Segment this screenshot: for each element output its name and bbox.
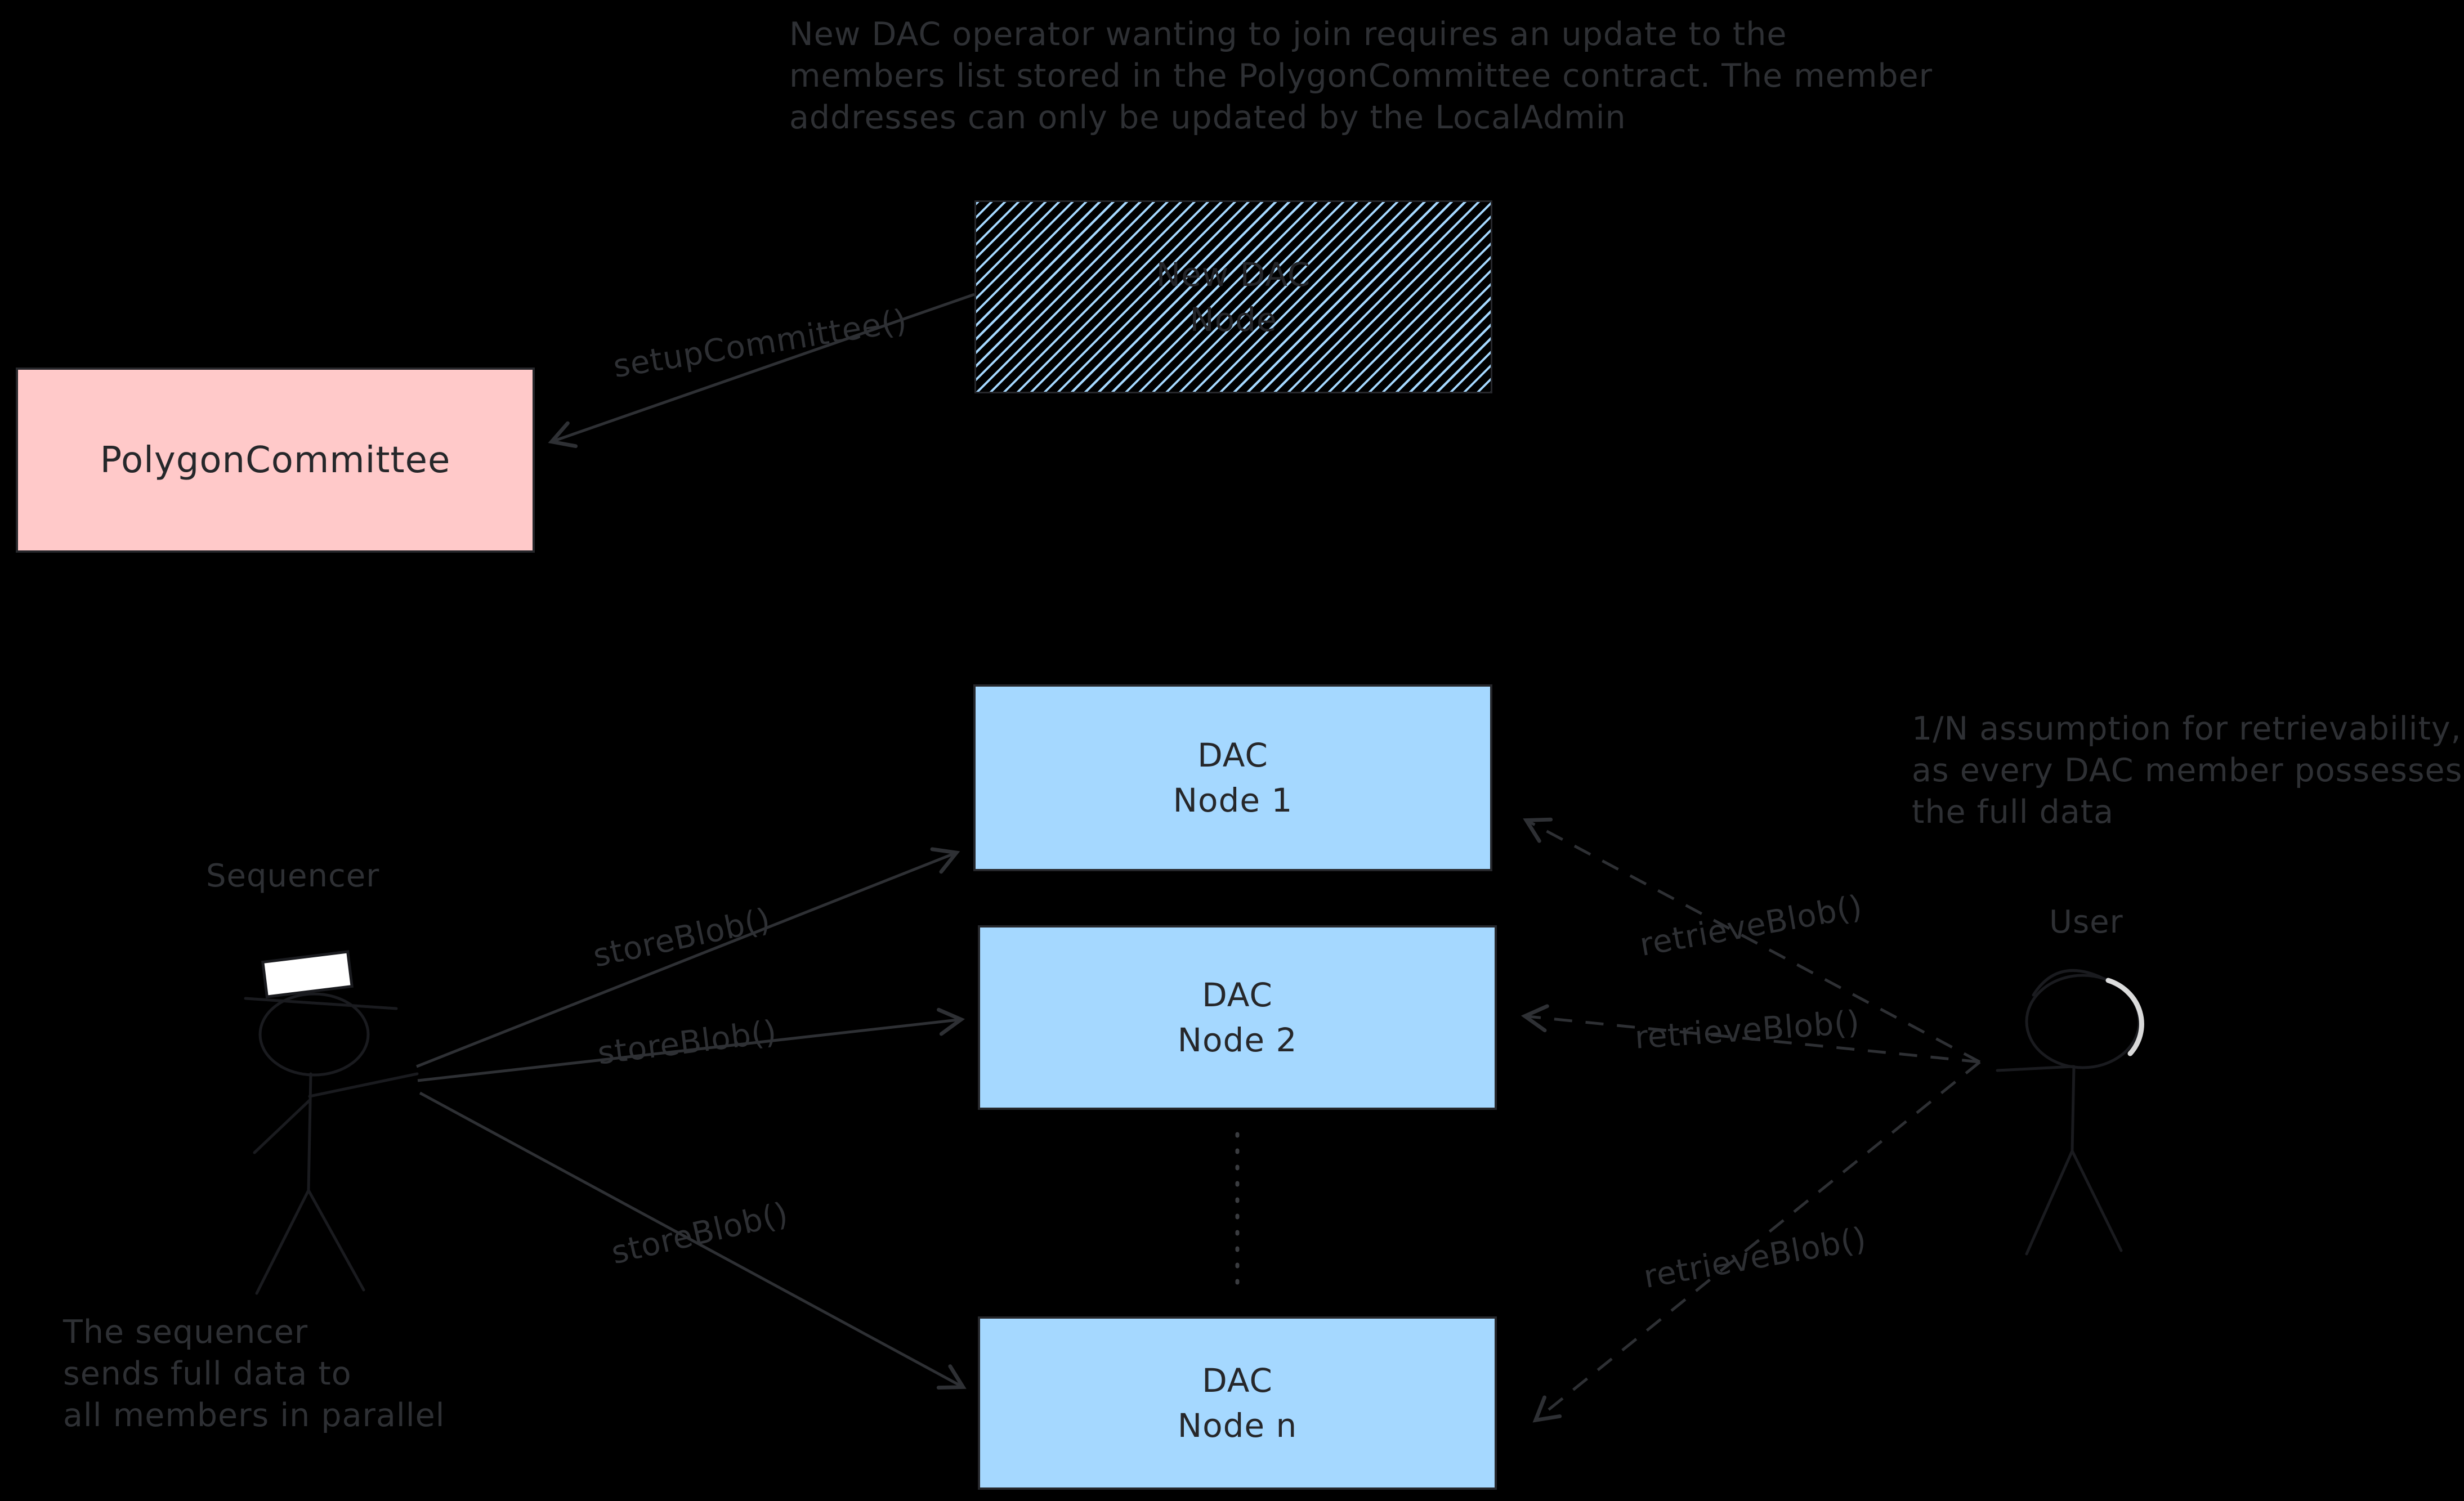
dac-node-2-box: DAC Node 2 <box>978 925 1497 1110</box>
sequencer-hat-highlight <box>261 950 354 998</box>
user-label: User <box>2049 904 2123 940</box>
sequencer-person-icon <box>244 950 419 1295</box>
dac-node-n-box: DAC Node n <box>978 1316 1497 1490</box>
setup-committee-arrow <box>548 293 975 449</box>
dac-node-2-label: DAC Node 2 <box>1177 976 1298 1059</box>
retrievability-note: 1/N assumption for retrievability, as ev… <box>1912 710 2463 831</box>
user-face-highlight <box>2105 978 2144 1056</box>
retrieve-blob-arrow-node2 <box>1521 1004 1980 1064</box>
new-dac-node-box: New DAC Node <box>974 200 1492 393</box>
top-note: New DAC operator wanting to join require… <box>789 16 1933 136</box>
sequencer-label: Sequencer <box>206 858 380 894</box>
polygon-committee-box: PolygonCommittee <box>16 368 535 553</box>
dac-node-1-label: DAC Node 1 <box>1173 736 1293 819</box>
store-blob-arrow-node2 <box>417 1007 965 1082</box>
parallel-note: The sequencer sends full data to all mem… <box>63 1314 445 1434</box>
retrieve-blob-arrow-noden <box>1532 1061 1981 1423</box>
store-blob-arrow-node1 <box>416 847 960 1068</box>
user-person-icon <box>1996 969 2144 1256</box>
store-blob-arrow-noden <box>419 1091 967 1390</box>
polygon-committee-label: PolygonCommittee <box>100 439 451 481</box>
retrieve-blob-arrow-node1 <box>1523 817 1981 1064</box>
new-dac-node-label: New DAC Node <box>1156 255 1311 339</box>
dac-node-1-box: DAC Node 1 <box>973 684 1492 871</box>
dac-node-n-label: DAC Node n <box>1177 1361 1298 1445</box>
